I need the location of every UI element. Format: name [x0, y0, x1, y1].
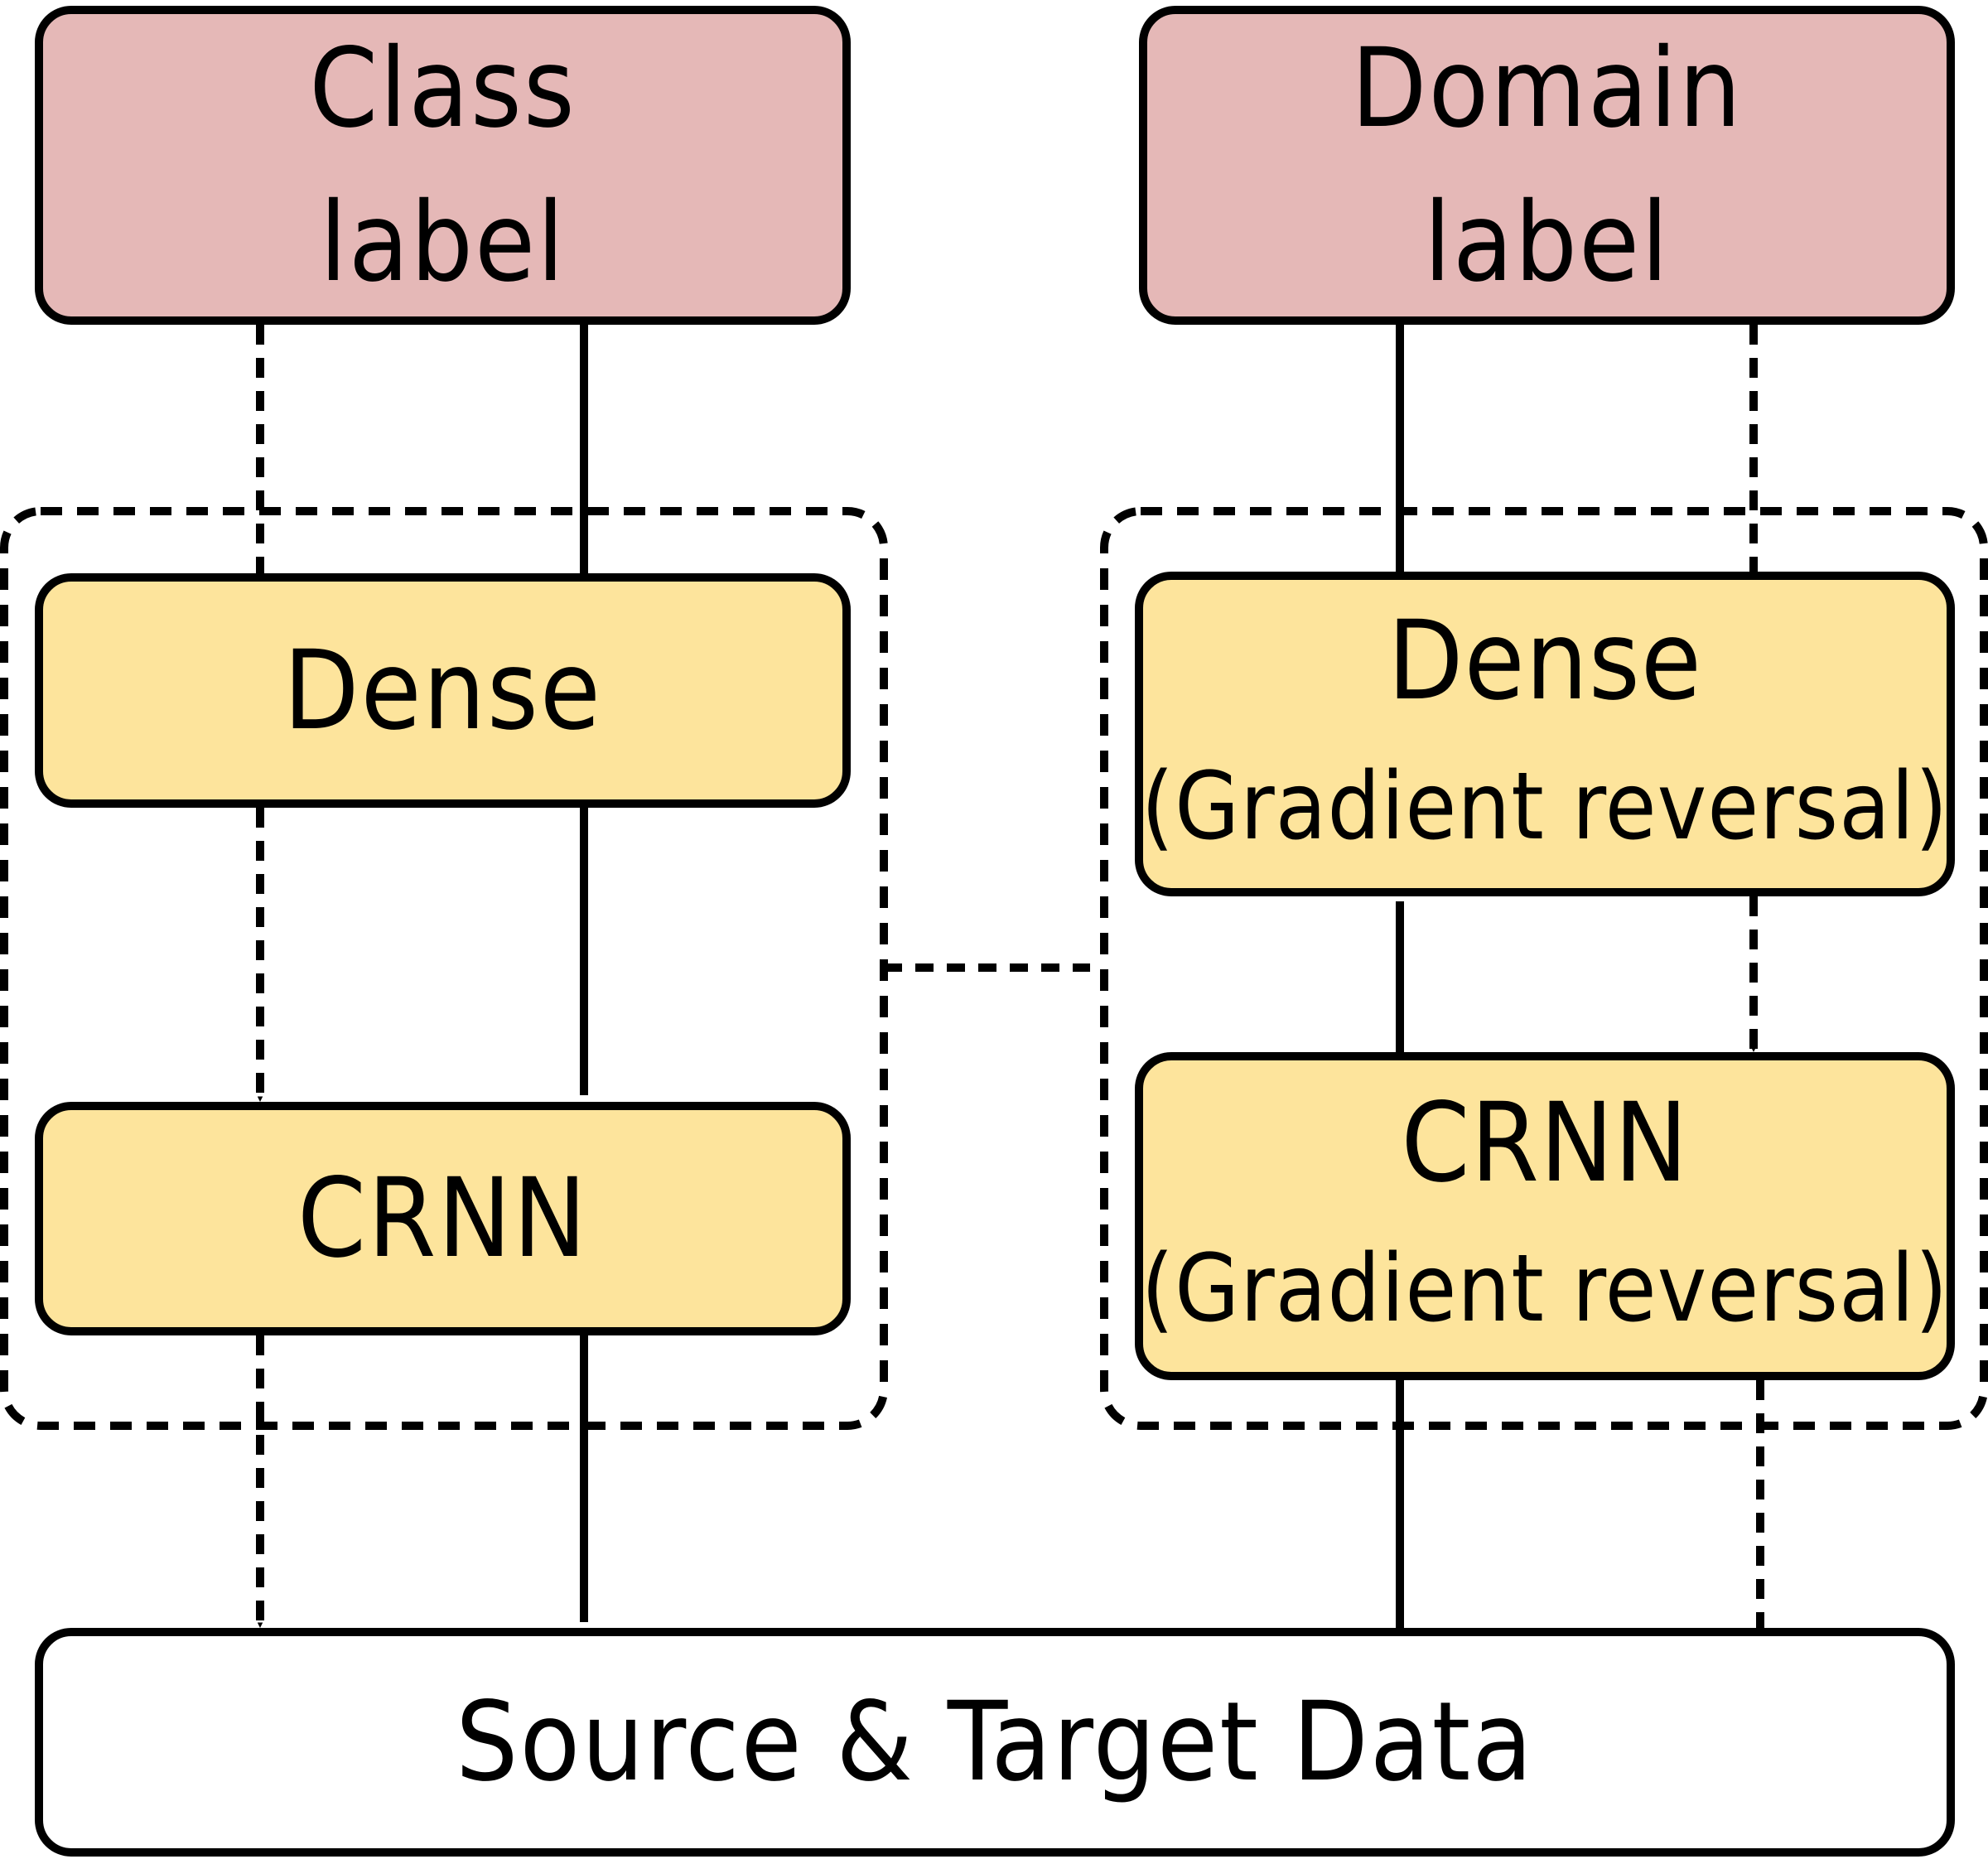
domain-label-box: Domain label: [1139, 6, 1955, 325]
dense-right-sublabel: (Gradient reversal): [1141, 753, 1949, 861]
crnn-right-sublabel: (Gradient reversal): [1141, 1235, 1949, 1343]
dense-right-box: Dense (Gradient reversal): [1135, 572, 1955, 896]
source-target-data-label: Source & Target Data: [456, 1678, 1534, 1806]
domain-label-line-1: Domain: [1351, 24, 1743, 152]
crnn-right-label: CRNN: [1401, 1079, 1689, 1207]
dense-left-label: Dense: [283, 626, 602, 755]
crnn-left-label: CRNN: [297, 1155, 589, 1282]
crnn-right-box: CRNN (Gradient reversal): [1135, 1052, 1955, 1380]
right-group-outline: [1100, 507, 1988, 1430]
dense-right-label: Dense: [1387, 597, 1702, 725]
dense-left-box: Dense: [35, 573, 851, 808]
class-label-line-1: Class: [309, 24, 577, 152]
class-label-line-2: label: [319, 178, 567, 307]
domain-label-line-2: label: [1423, 178, 1671, 307]
source-target-data-box: Source & Target Data: [35, 1628, 1955, 1857]
crnn-left-box: CRNN: [35, 1102, 851, 1335]
class-label-box: Class label: [35, 6, 851, 325]
